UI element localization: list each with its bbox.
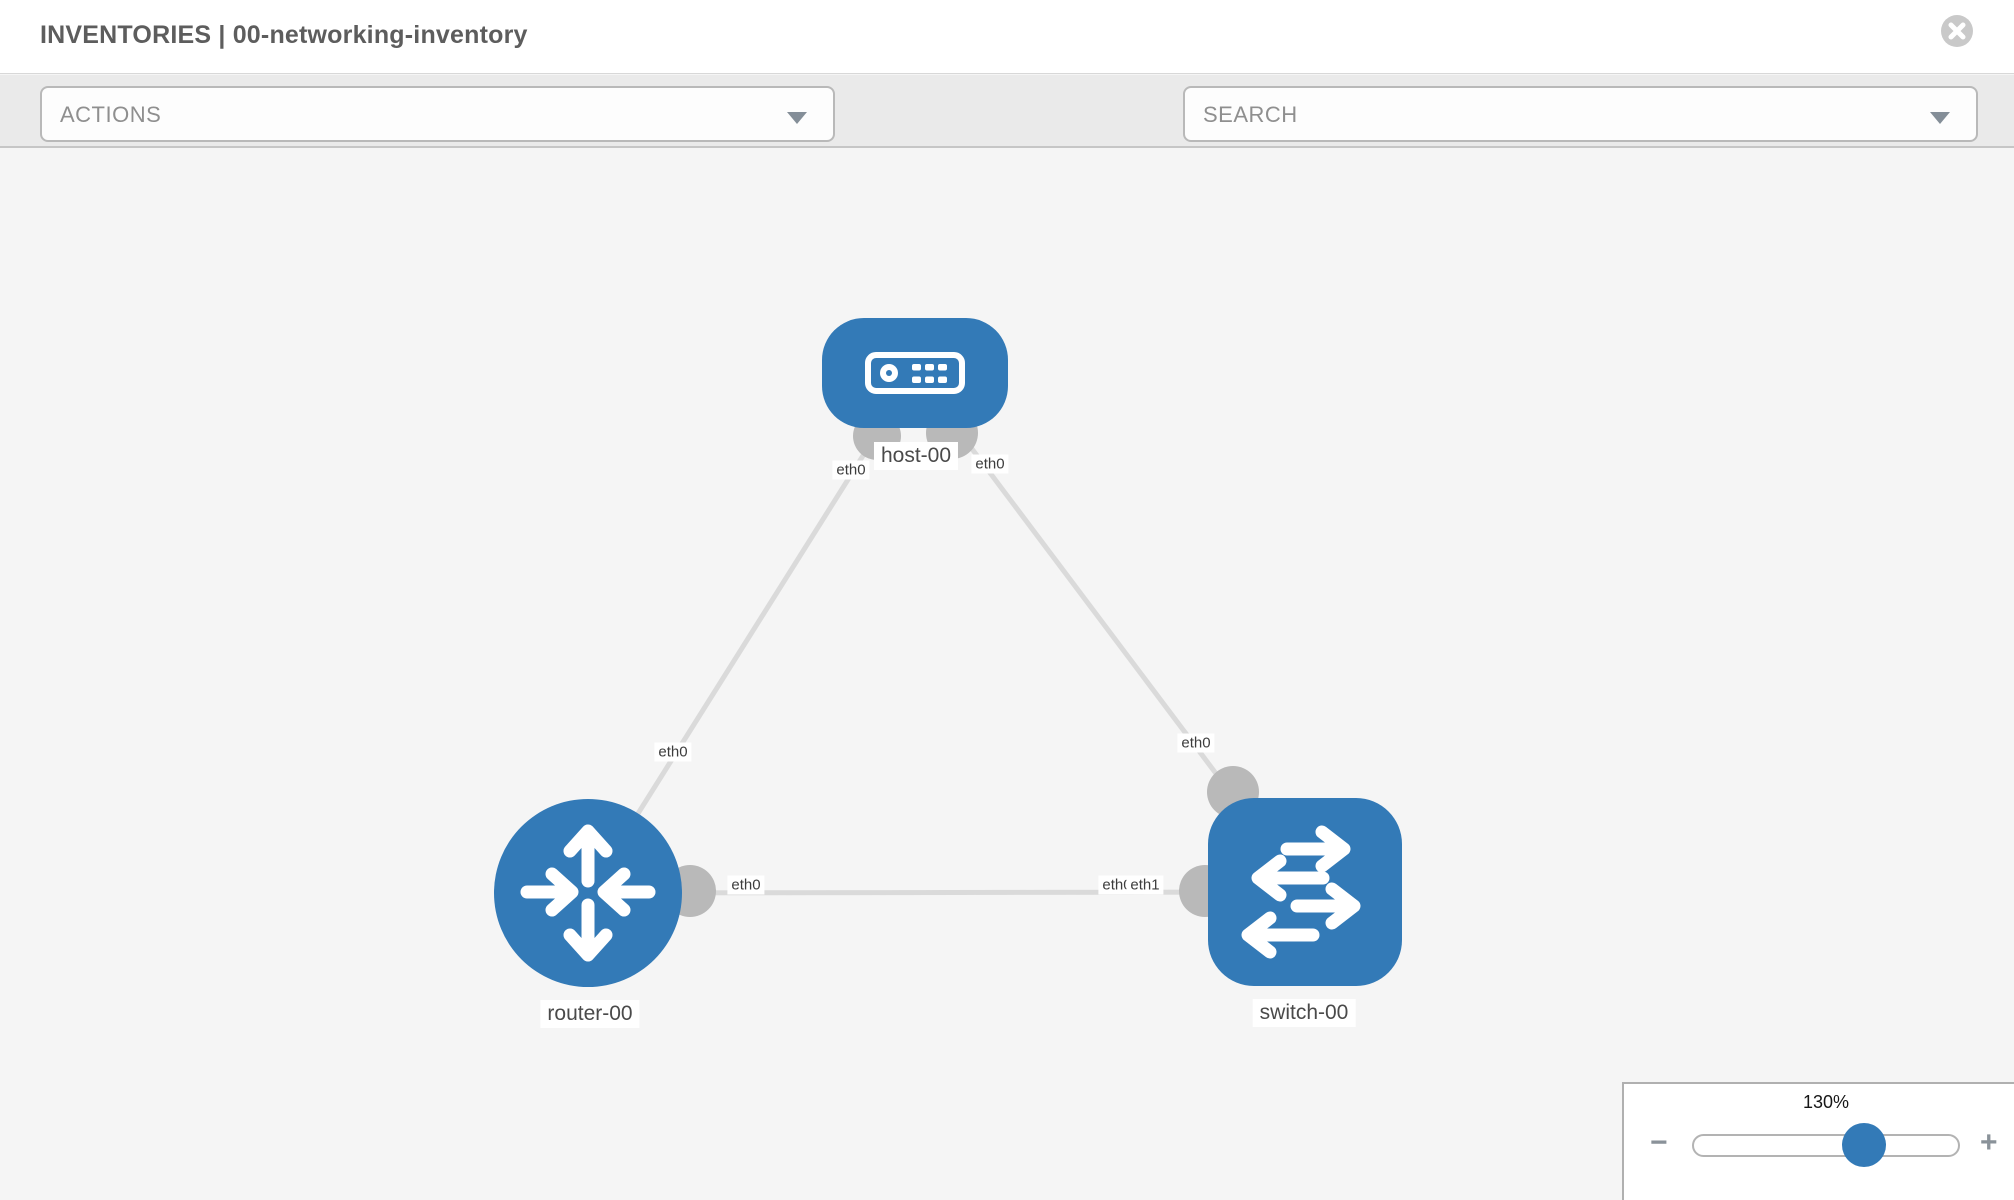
zoom-in-button[interactable]: +	[1980, 1126, 1998, 1159]
close-icon[interactable]	[1940, 14, 1974, 48]
interface-label[interactable]: eth0	[1177, 733, 1215, 753]
router-icon	[520, 824, 656, 962]
interface-label[interactable]: eth0	[1098, 875, 1136, 895]
interface-label[interactable]: eth0	[971, 454, 1009, 474]
chevron-down-icon	[1930, 112, 1950, 124]
node-label-host[interactable]: host-00	[873, 442, 959, 470]
zoom-slider-track[interactable]	[1692, 1134, 1960, 1157]
interface-label[interactable]: eth0	[727, 875, 765, 895]
chevron-down-icon	[787, 112, 807, 124]
zoom-out-button[interactable]: −	[1650, 1126, 1668, 1159]
node-router-00[interactable]	[494, 799, 682, 987]
switch-icon	[1241, 825, 1361, 959]
node-label-router[interactable]: router-00	[540, 1000, 640, 1028]
link-host-router[interactable]	[585, 371, 918, 895]
interface-label[interactable]: eth0	[654, 742, 692, 762]
search-dropdown-label: SEARCH	[1203, 102, 1298, 127]
panel-header: INVENTORIES | 00-networking-inventory	[0, 0, 2014, 74]
topology-canvas[interactable]: eth0 eth0 eth0 eth0 eth0 eth0 eth1 host-…	[0, 148, 2014, 1200]
actions-dropdown[interactable]: ACTIONS	[40, 86, 835, 142]
interface-label[interactable]: eth1	[1126, 875, 1164, 895]
node-switch-00[interactable]	[1208, 798, 1402, 986]
topology-graph	[494, 318, 1402, 987]
page-title: INVENTORIES | 00-networking-inventory	[40, 21, 528, 49]
zoom-control-panel: 130% − +	[1622, 1082, 2014, 1200]
host-icon	[865, 352, 965, 394]
zoom-level-value: 130%	[1802, 1092, 1850, 1112]
node-label-switch[interactable]: switch-00	[1252, 999, 1356, 1027]
interface-label[interactable]: eth0	[832, 460, 870, 480]
actions-dropdown-label: ACTIONS	[60, 102, 162, 127]
node-host-00[interactable]	[822, 318, 1008, 428]
toolbar: ACTIONS SEARCH	[0, 75, 2014, 206]
zoom-slider-handle[interactable]	[1842, 1123, 1886, 1167]
interface-ports	[664, 407, 1259, 917]
search-dropdown[interactable]: SEARCH	[1183, 86, 1978, 142]
